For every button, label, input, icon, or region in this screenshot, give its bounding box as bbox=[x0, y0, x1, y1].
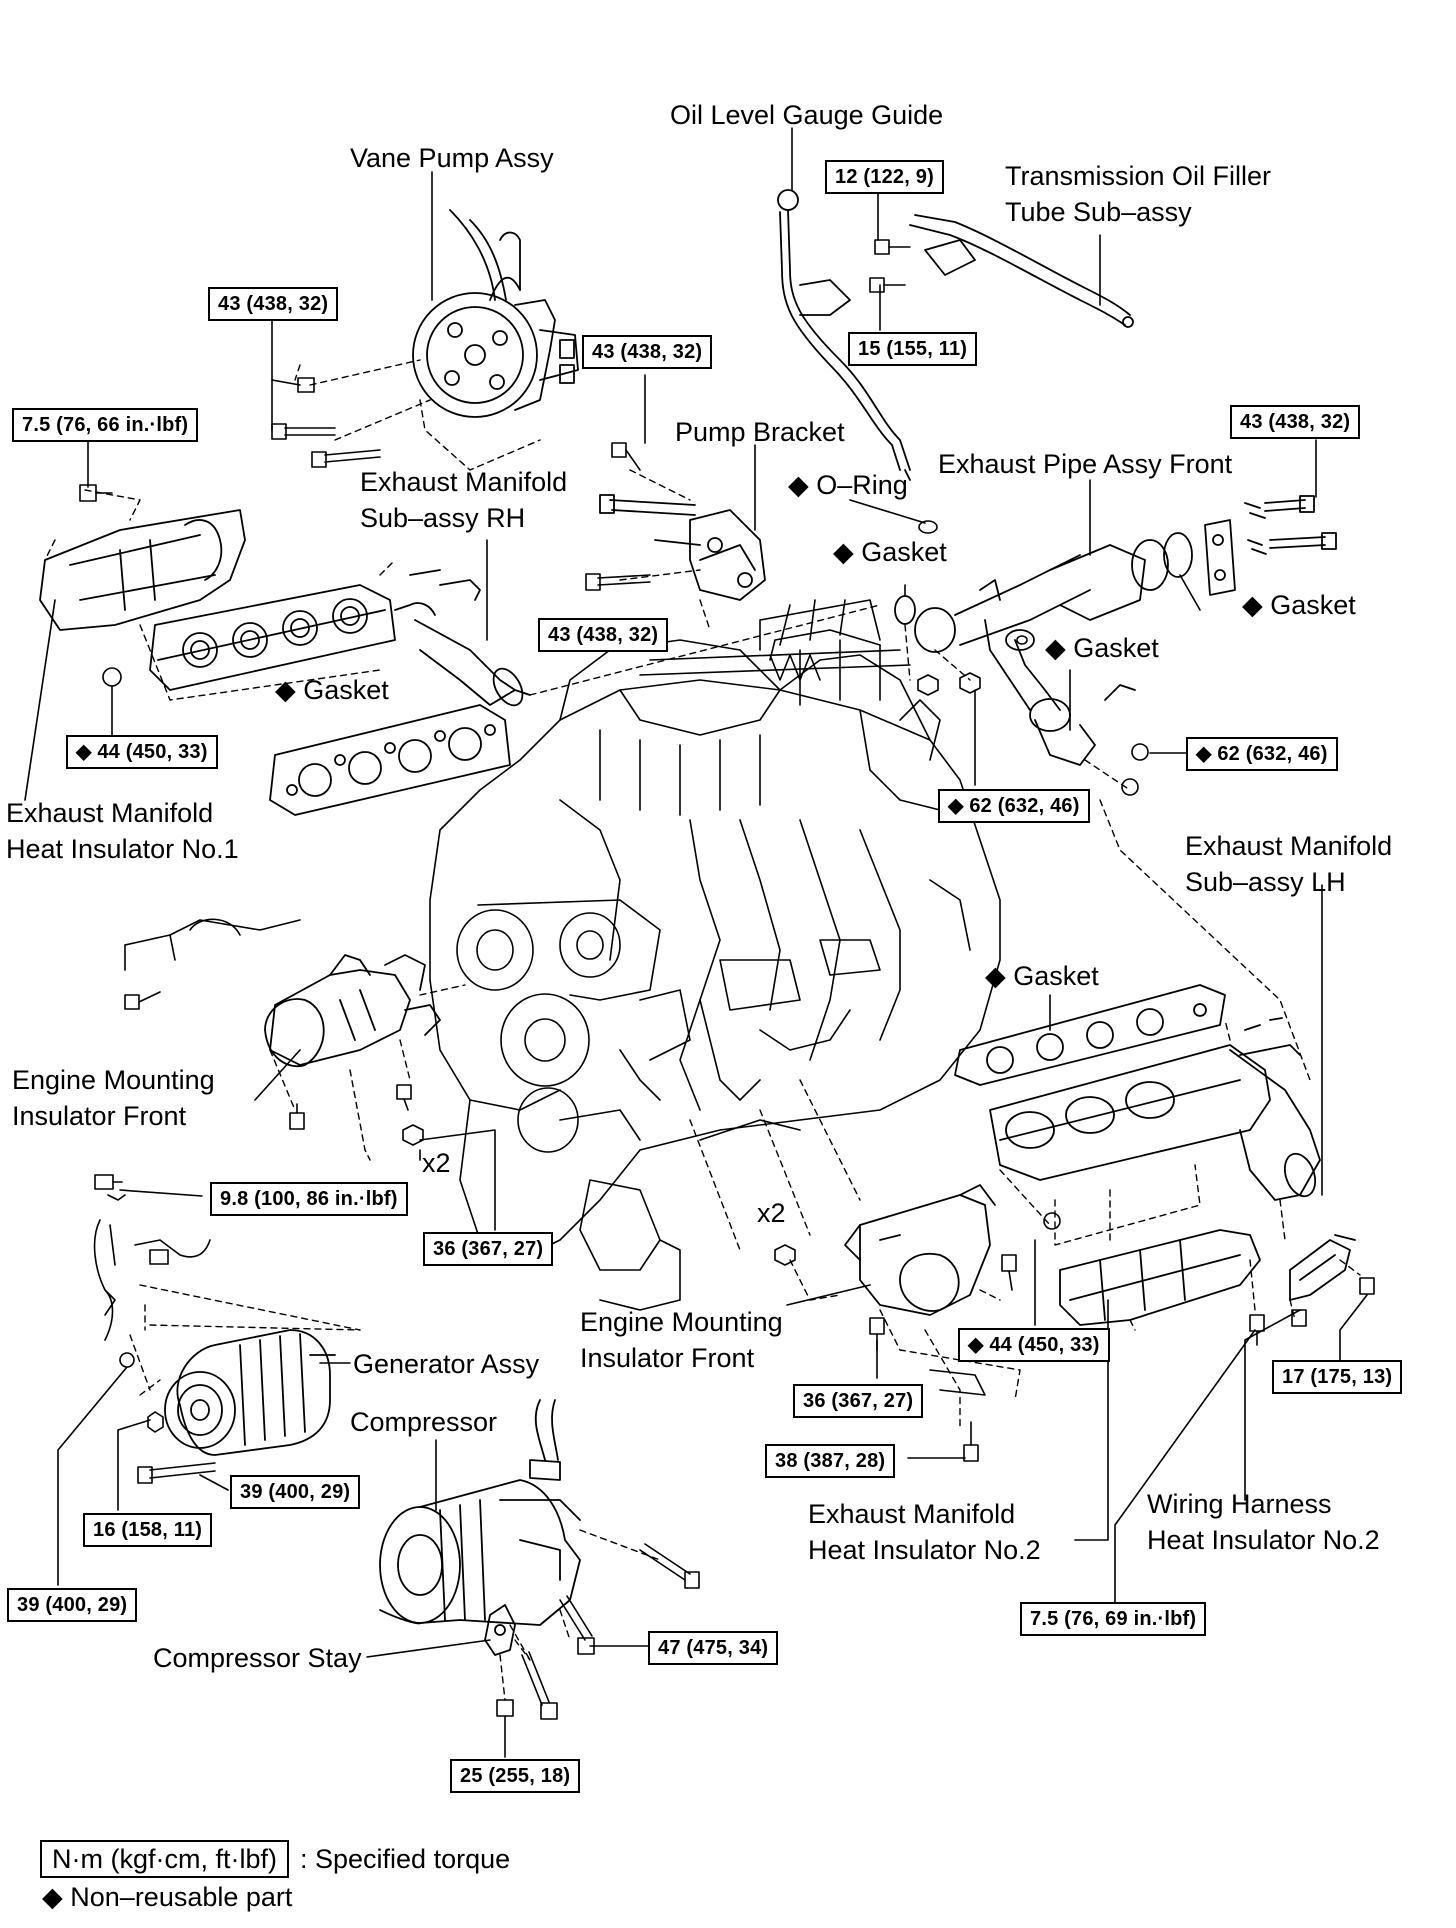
oil-gauge-guide-drawing bbox=[777, 189, 911, 481]
leader-lines bbox=[24, 127, 1368, 1758]
label-gasket-flange: ◆ Gasket bbox=[1242, 590, 1356, 620]
generator-drawing bbox=[164, 1329, 336, 1456]
heat-insulator-2-drawing bbox=[1059, 1229, 1261, 1326]
torque-62-right: ◆ 62 (632, 46) bbox=[1186, 737, 1338, 771]
exhaust-manifold-lh-drawing bbox=[989, 1017, 1321, 1201]
compressor-stay-bolts bbox=[496, 1651, 558, 1720]
engine-mount-right-drawing bbox=[844, 1184, 996, 1316]
label-oil-level-gauge-guide: Oil Level Gauge Guide bbox=[670, 100, 944, 130]
label-wiring-harness-heat-insulator-2: Wiring Harness Heat Insulator No.2 bbox=[1147, 1489, 1380, 1555]
pump-bracket-dashes bbox=[619, 469, 711, 631]
label-exhaust-pipe-assy-front: Exhaust Pipe Assy Front bbox=[938, 449, 1233, 479]
torque-36-right: 36 (367, 27) bbox=[793, 1384, 924, 1418]
insulator-left-bolt bbox=[124, 991, 161, 1010]
torque-17-175-13: 17 (175, 13) bbox=[1272, 1360, 1403, 1394]
compressor-bolts bbox=[559, 1543, 700, 1655]
exhaust-pipe-front-drawing bbox=[894, 539, 1169, 766]
pump-bracket-drawing bbox=[599, 494, 766, 601]
torque-12-122-9: 12 (122, 9) bbox=[825, 160, 944, 194]
vane-pump-bolts bbox=[271, 377, 381, 468]
torque-7-5-76-69: 7.5 (76, 69 in.·lbf) bbox=[1020, 1602, 1207, 1636]
upper-insulator-left-drawing bbox=[124, 918, 301, 971]
label-gasket-pipe-left: ◆ Gasket bbox=[833, 537, 947, 567]
engine-block-drawing bbox=[429, 599, 1001, 1311]
label-engine-mounting-insulator-front-right: Engine Mounting Insulator Front bbox=[580, 1307, 783, 1373]
gasket-lh-drawing bbox=[954, 984, 1226, 1086]
engine-mount-left-bolts bbox=[289, 1084, 424, 1146]
label-pump-bracket: Pump Bracket bbox=[675, 417, 845, 447]
label-exhaust-manifold-lh: Exhaust Manifold Sub–assy LH bbox=[1185, 831, 1393, 897]
exhaust-lh-nut bbox=[1043, 1212, 1061, 1230]
torque-62-center: ◆ 62 (632, 46) bbox=[938, 789, 1090, 823]
vane-pump-dashes bbox=[294, 359, 541, 471]
label-exhaust-manifold-heat-insulator-1: Exhaust Manifold Heat Insulator No.1 bbox=[6, 798, 239, 864]
label-x2-right: x2 bbox=[757, 1198, 786, 1228]
compressor-stay-dashes bbox=[499, 1639, 531, 1701]
exhaust-rh-nut bbox=[102, 667, 122, 687]
torque-36-left: 36 (367, 27) bbox=[423, 1232, 554, 1266]
exhaust-pipe-dashes bbox=[904, 624, 1311, 1081]
label-generator-assy: Generator Assy bbox=[353, 1349, 540, 1379]
vane-pump-drawing bbox=[412, 209, 579, 418]
engine-mount-left-drawing bbox=[264, 954, 441, 1068]
heat-insulator-1-bolt bbox=[79, 484, 113, 502]
torque-43-exhaust-pipe: 43 (438, 32) bbox=[1230, 405, 1361, 439]
label-engine-mounting-insulator-front-left: Engine Mounting Insulator Front bbox=[12, 1065, 215, 1131]
torque-25-255-18: 25 (255, 18) bbox=[450, 1759, 581, 1793]
legend-non-reusable-part: ◆ Non–reusable part bbox=[42, 1882, 293, 1912]
exhaust-lh-dashes bbox=[999, 1019, 1286, 1246]
label-compressor-stay: Compressor Stay bbox=[153, 1643, 362, 1673]
torque-39-400-29-left: 39 (400, 29) bbox=[7, 1588, 138, 1622]
exhaust-pipe-flange-drawing bbox=[1163, 495, 1337, 596]
legend-specified-torque: : Specified torque bbox=[300, 1844, 511, 1874]
engine-mount-right-bolts bbox=[774, 1244, 1017, 1462]
wiring-harness-insulator-drawing bbox=[1289, 1234, 1356, 1301]
wiring-harness-dashes bbox=[1289, 1259, 1361, 1321]
generator-wiring-drawing bbox=[93, 1174, 211, 1341]
oil-gauge-bolts bbox=[869, 239, 911, 293]
label-gasket-pipe-lower: ◆ Gasket bbox=[1045, 633, 1159, 663]
label-x2-left: x2 bbox=[422, 1148, 451, 1178]
torque-38-387-28: 38 (387, 28) bbox=[765, 1444, 896, 1478]
generator-bolts bbox=[107, 1194, 216, 1484]
o-ring-drawing bbox=[918, 520, 938, 534]
torque-43-bracket-top: 43 (438, 32) bbox=[582, 335, 713, 369]
heat-insulator-1-dashes bbox=[44, 489, 141, 561]
gasket-rh-drawing bbox=[269, 704, 511, 816]
label-gasket-rh: ◆ Gasket bbox=[275, 675, 389, 705]
torque-16-158-11: 16 (158, 11) bbox=[83, 1513, 213, 1547]
engine-mount-left-dashes bbox=[269, 984, 466, 1161]
label-exhaust-manifold-heat-insulator-2: Exhaust Manifold Heat Insulator No.2 bbox=[808, 1499, 1041, 1565]
torque-43-bracket-bottom: 43 (438, 32) bbox=[538, 618, 669, 652]
heat-insulator-1-drawing bbox=[39, 509, 246, 631]
pump-bracket-bolts bbox=[585, 442, 651, 591]
torque-39-400-29-generator: 39 (400, 29) bbox=[230, 1475, 361, 1509]
torque-47-475-34: 47 (475, 34) bbox=[648, 1631, 779, 1665]
label-exhaust-manifold-rh: Exhaust Manifold Sub–assy RH bbox=[360, 467, 568, 533]
compressor-drawing bbox=[379, 1399, 581, 1626]
label-gasket-lh: ◆ Gasket bbox=[985, 961, 1099, 991]
generator-dashes bbox=[129, 1284, 361, 1396]
exhaust-rh-dashes bbox=[139, 559, 881, 701]
label-compressor: Compressor bbox=[350, 1407, 498, 1437]
torque-9-8-100-86: 9.8 (100, 86 in.·lbf) bbox=[210, 1182, 408, 1216]
legend-unit-box: N·m (kgf·cm, ft·lbf) bbox=[40, 1840, 289, 1878]
torque-15-155-11: 15 (155, 11) bbox=[848, 332, 978, 366]
torque-7-5-76-66: 7.5 (76, 66 in.·lbf) bbox=[12, 408, 199, 442]
label-vane-pump-assy: Vane Pump Assy bbox=[350, 143, 554, 173]
label-o-ring: ◆ O–Ring bbox=[788, 470, 908, 500]
label-transmission-oil-filler-tube: Transmission Oil Filler Tube Sub–assy bbox=[1005, 161, 1272, 227]
exhaust-pipe-nuts bbox=[917, 635, 1149, 796]
torque-44-right: ◆ 44 (450, 33) bbox=[958, 1328, 1110, 1362]
transmission-filler-tube-drawing bbox=[909, 214, 1134, 328]
compressor-stay-drawing bbox=[484, 1604, 516, 1656]
heat-insulator-2-dashes bbox=[1129, 1259, 1256, 1331]
torque-43-vane-pump: 43 (438, 32) bbox=[208, 287, 339, 321]
exhaust-manifold-rh-drawing bbox=[149, 569, 531, 707]
torque-44-left: ◆ 44 (450, 33) bbox=[66, 735, 218, 769]
